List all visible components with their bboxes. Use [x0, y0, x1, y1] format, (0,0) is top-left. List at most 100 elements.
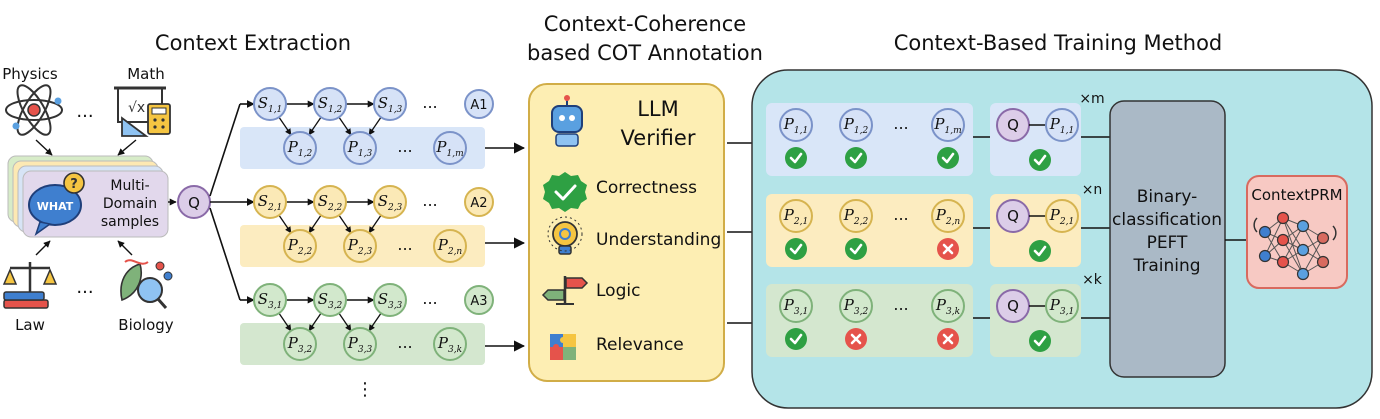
- chain-2-answer-node: [464, 187, 494, 217]
- chain-3-p-node-3: [433, 327, 467, 361]
- nn-signal-right: [1332, 225, 1337, 241]
- title-annotation-line1: Context-Coherence: [544, 12, 746, 36]
- training-row-2-mark-1-glyph: [789, 243, 803, 255]
- nn-node: [1258, 249, 1272, 263]
- training-row-3-ellipsis: ...: [893, 295, 908, 314]
- nn-edge: [1302, 237, 1324, 275]
- nn-edge: [1282, 225, 1304, 263]
- verifier-title-line1: LLM: [637, 97, 679, 121]
- chain-3-s-node-1: [253, 283, 287, 317]
- binary-label-line4: Training: [1132, 256, 1200, 276]
- criterion-logic: Logic: [596, 281, 640, 301]
- title-annotation-line2: based COT Annotation: [527, 41, 763, 65]
- chain-3-answer-label: A3: [470, 294, 487, 309]
- training-row-3-mark-1: [785, 328, 807, 350]
- chain-1-p-node-3: [433, 131, 467, 165]
- training-row-2-q-mark-glyph: [1033, 245, 1047, 257]
- criterion-correctness: Correctness: [596, 178, 697, 198]
- nn-node: [1276, 211, 1290, 225]
- question-node-label: Q: [188, 194, 200, 212]
- training-row-1-q-mark: [1029, 149, 1051, 171]
- multi-label-line1: Multi-: [110, 178, 149, 194]
- chain-3-p-label-2: P3,3: [347, 334, 373, 355]
- training-row-1-p-label-3: P1,m: [933, 115, 961, 136]
- training-row-2-p-node-1: [779, 199, 813, 233]
- training-row-1-ellipsis: ...: [893, 114, 908, 133]
- training-row-2-q-mark: [1029, 240, 1051, 262]
- understanding-bulb-icon: [547, 216, 583, 255]
- training-row-3-p-label-1: P3,1: [783, 296, 808, 317]
- domain-math-label: Math: [127, 65, 165, 83]
- chain-1-s-node-1: [253, 87, 287, 121]
- logic-signpost-icon: [541, 276, 589, 305]
- domain-ellipsis-bottom: ...: [76, 277, 93, 298]
- chain-3-s-label-3: S3,3: [378, 290, 403, 311]
- training-row-3-qp-label: P3,1: [1049, 296, 1074, 317]
- training-row-1-mark-3: [937, 147, 959, 169]
- relevance-puzzle-icon: [550, 334, 576, 360]
- nn-node: [1296, 243, 1310, 257]
- llm-verifier-box: [528, 83, 725, 382]
- what-question-icon: [28, 172, 85, 236]
- multi-label-line3: samples: [101, 214, 159, 230]
- question-mark-label: ?: [70, 177, 78, 192]
- verifier-title-line2: Verifier: [621, 126, 696, 150]
- binary-label-line3: PEFT: [1147, 233, 1188, 253]
- training-row-3-q-mark-glyph: [1033, 335, 1047, 347]
- training-row-1-q-mark-glyph: [1033, 154, 1047, 166]
- training-row-2-q-label: Q: [1007, 207, 1019, 225]
- chain-2-p-node-3: [433, 229, 467, 263]
- training-row-1-p-label-1: P1,1: [783, 115, 808, 136]
- chain-3-p-label-1: P3,2: [287, 334, 313, 355]
- training-row-1-mark-1: [785, 147, 807, 169]
- training-row-1-mark-2-glyph: [849, 152, 863, 164]
- training-row-2-ellipsis: ...: [893, 205, 908, 224]
- training-row-2-band: [766, 194, 973, 267]
- contextprm-label: ContextPRM: [1251, 186, 1342, 204]
- chain-2-p-ellipsis: ...: [397, 235, 412, 254]
- chain-1-p-node-1: [283, 131, 317, 165]
- nn-node: [1316, 255, 1330, 269]
- svg-text:√x: √x: [128, 100, 145, 116]
- chain-2-p-label-1: P2,2: [287, 236, 313, 257]
- chain-3-s-label-1: S3,1: [258, 290, 283, 311]
- training-row-2-mark-3-glyph: [942, 243, 954, 255]
- chain-3-cross-arrow-2: [308, 312, 322, 332]
- binary-label-line2: classification: [1112, 210, 1222, 230]
- biology-icon: [120, 259, 173, 309]
- chain-1-s-label-1: S1,1: [258, 94, 283, 115]
- training-row-3-p-node-3: [931, 289, 965, 323]
- chain-3-answer-node: [464, 285, 494, 315]
- chain-2-p-node-1: [283, 229, 317, 263]
- training-row-3-band: [766, 284, 973, 357]
- chain-3-p-node-2: [343, 327, 377, 361]
- chain-2-s-ellipsis: ...: [422, 191, 437, 210]
- training-row-3-mark-1-glyph: [789, 333, 803, 345]
- nn-edge: [1282, 217, 1304, 251]
- chain-1-s-label-2: S1,2: [318, 94, 343, 115]
- chain-2-s-node-1: [253, 185, 287, 219]
- nn-node: [1258, 225, 1272, 239]
- training-row-2-mark-2: [845, 238, 867, 260]
- domain-biology-label: Biology: [118, 316, 174, 334]
- chain-1-s-label-3: S1,3: [378, 94, 403, 115]
- chain-2-s-node-3: [373, 185, 407, 219]
- training-row-1-qp-node: [1045, 108, 1079, 142]
- training-row-3-q-label: Q: [1007, 297, 1019, 315]
- training-row-1-p-label-2: P1,2: [843, 115, 869, 136]
- training-row-3-p-label-3: P3,k: [935, 296, 960, 317]
- chain-3-cross-arrow-4: [368, 312, 382, 332]
- chain-3-s-node-3: [373, 283, 407, 317]
- title-context-extraction: Context Extraction: [155, 31, 351, 55]
- nn-node: [1276, 255, 1290, 269]
- chain-1-answer-node: [464, 89, 494, 119]
- chain-3-p-ellipsis: ...: [397, 333, 412, 352]
- chain-2-p-label-2: P2,3: [347, 236, 373, 257]
- chain-1-cross-arrow-3: [338, 116, 352, 136]
- chain-1-p-label-3: P1,m: [435, 138, 463, 159]
- chain-1-p-label-2: P1,3: [347, 138, 373, 159]
